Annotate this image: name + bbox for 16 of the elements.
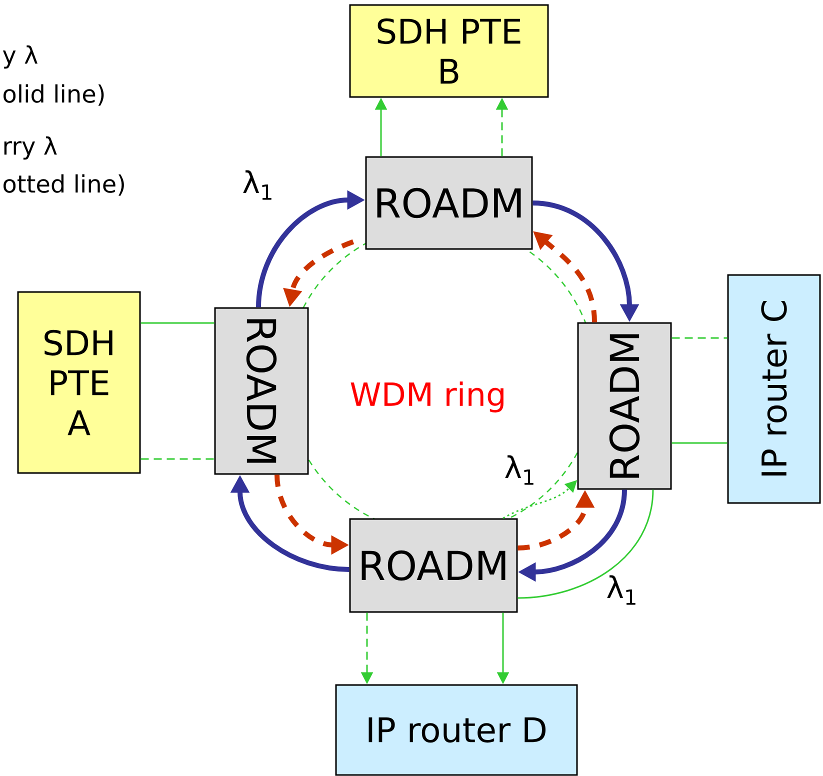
roadm-box: ROADM	[349, 518, 518, 613]
router-box: IP router C	[727, 274, 821, 504]
terminal-box: SDH PTE B	[349, 4, 549, 98]
legend-note: olid line)	[4, 84, 104, 106]
roadm-box: ROADM	[214, 307, 309, 475]
legend-note: otted line)	[4, 174, 124, 196]
legend-note: rry λ	[4, 136, 57, 160]
terminal-box: SDH PTE A	[17, 291, 141, 474]
edge-label: λ$_{1}$	[605, 574, 639, 606]
edge-label: λ$_{1}$	[241, 169, 275, 201]
router-box: IP router D	[335, 684, 578, 776]
roadm-box: ROADM	[577, 322, 672, 490]
ring-label: WDM ring	[350, 382, 504, 412]
roadm-box: ROADM	[365, 156, 533, 250]
legend-note: y λ	[2, 45, 38, 69]
edge-label: λ$_{1}$	[503, 454, 537, 486]
